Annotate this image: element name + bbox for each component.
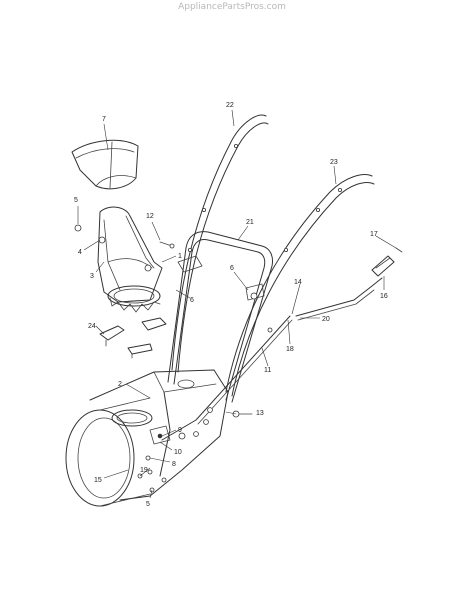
crank-grip[interactable]: [371, 255, 395, 277]
callout-22: 22: [226, 102, 234, 109]
discharge-chute[interactable]: [97, 206, 163, 313]
callouts: 7 5 4 3 1 12 6 24 22 23 21 6 17 16 14 20…: [74, 102, 388, 508]
callout-20: 20: [322, 316, 330, 323]
chute-deflector[interactable]: [71, 139, 139, 190]
auger-housing[interactable]: [65, 369, 229, 507]
callout-12: 12: [146, 213, 154, 220]
screw-icon: [395, 247, 403, 253]
chute-crank[interactable]: [295, 277, 383, 321]
callout-18: 18: [286, 346, 294, 353]
callout-7: 7: [102, 116, 106, 123]
hardware: [74, 224, 403, 493]
callout-19: 19: [140, 467, 148, 474]
callout-14: 14: [294, 279, 302, 286]
callout-13: 13: [256, 410, 264, 417]
callout-10: 10: [174, 449, 182, 456]
watermark: AppliancePartsPros.com: [178, 2, 286, 12]
chute-flange-pieces[interactable]: [99, 317, 167, 359]
callout-6-left: 6: [190, 297, 194, 304]
callout-23: 23: [330, 159, 338, 166]
upper-handle-left[interactable]: [171, 114, 269, 373]
leader-lines: [77, 109, 397, 499]
lower-handle[interactable]: [167, 231, 273, 403]
callout-15: 15: [94, 477, 102, 484]
callout-5-top: 5: [74, 197, 78, 204]
callout-24: 24: [88, 323, 96, 330]
housing-holes: [147, 407, 213, 483]
callout-9: 9: [178, 427, 182, 434]
callout-17: 17: [370, 231, 378, 238]
callout-8: 8: [172, 461, 176, 468]
nut-icon: [74, 224, 82, 232]
impeller-opening: [111, 379, 195, 427]
callout-1: 1: [178, 253, 182, 260]
callout-5-bottom: 5: [146, 501, 150, 508]
callout-11: 11: [264, 367, 271, 374]
callout-2: 2: [118, 381, 122, 388]
callout-16: 16: [380, 293, 388, 300]
pivot-bracket[interactable]: [149, 425, 171, 445]
callout-4: 4: [78, 249, 82, 256]
upper-handle-right[interactable]: [225, 174, 375, 397]
control-panel-bracket[interactable]: [177, 255, 265, 301]
control-rod[interactable]: [161, 315, 293, 441]
callout-3: 3: [90, 273, 94, 280]
callout-21: 21: [246, 219, 254, 226]
callout-6-right: 6: [230, 265, 234, 272]
